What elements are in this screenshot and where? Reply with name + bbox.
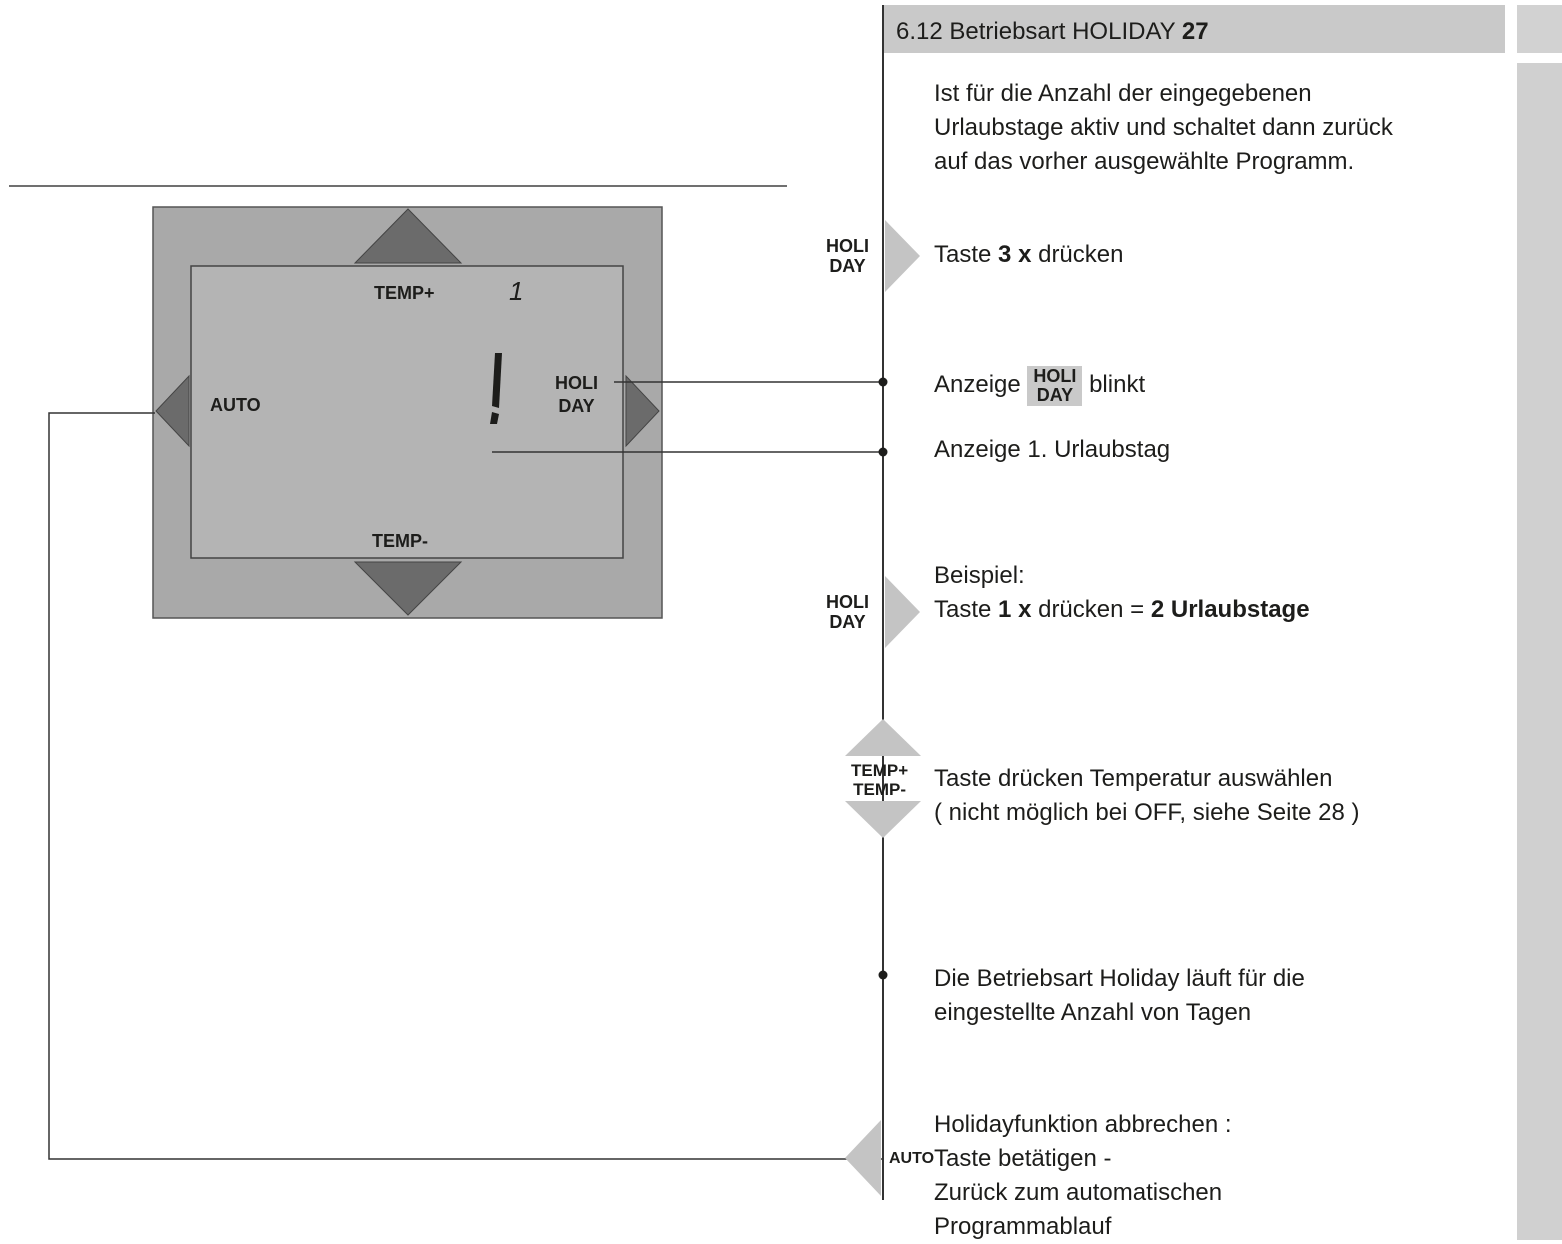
step6-line2: eingestellte Anzahl von Tagen — [934, 999, 1252, 1026]
page-number: 27 — [1181, 18, 1209, 45]
step7-line3: Zurück zum automatischen — [934, 1179, 1223, 1206]
timeline-dot-2 — [878, 447, 888, 457]
step4-bold1: 1 x — [998, 596, 1032, 623]
chip-holi-text: HOLI — [1033, 365, 1077, 386]
auto-arrow-icon — [155, 374, 190, 448]
lcd-day-text: DAY — [558, 396, 595, 416]
holiday-arrow-icon — [625, 374, 660, 448]
timeline-dot-3 — [878, 970, 888, 980]
intro-line: auf das vorher ausgewählte Programm. — [934, 148, 1355, 175]
step4-line1: Beispiel: — [934, 562, 1025, 589]
step3-text: Anzeige 1. Urlaubstag — [934, 436, 1171, 463]
step4-bold2: 2 Urlaubstage — [1150, 596, 1310, 623]
timeline-temp-minus-arrow-icon — [845, 801, 921, 838]
timeline-holiday-arrow-1-icon — [885, 220, 920, 292]
connector-auto — [48, 412, 883, 1160]
step4-text: Beispiel: Taste 1 x drücken = 2 Urlaubst… — [934, 559, 1310, 627]
temp-minus-arrow-icon — [353, 561, 463, 616]
intro-text: Ist für die Anzahl der eingegebenen Urla… — [934, 77, 1393, 179]
section-title-text: 6.12 Betriebsart HOLIDAY — [896, 18, 1176, 45]
holiday-key-label: HOLI DAY — [826, 236, 869, 276]
temp-plus-arrow-icon — [353, 208, 463, 264]
key-temp-plus-text: TEMP+ — [851, 761, 909, 780]
timeline-temp-plus-arrow-icon — [845, 719, 921, 756]
step1-text: Taste 3 x drücken — [934, 238, 1123, 272]
temp-key-label: TEMP+ TEMP- — [851, 761, 908, 799]
lcd-digit-segment-lower — [490, 412, 499, 424]
key-holi-text: HOLI — [826, 236, 869, 256]
lcd-auto-label: AUTO — [210, 395, 261, 415]
step6-text: Die Betriebsart Holiday läuft für die ei… — [934, 962, 1305, 1030]
lcd-digit-segment-upper — [492, 353, 502, 408]
step4-line2: Taste 1 x drücken = 2 Urlaubstage — [934, 593, 1310, 627]
step1-pre: Taste — [934, 241, 992, 268]
step6-line1: Die Betriebsart Holiday läuft für die — [934, 965, 1305, 992]
side-tab-bar — [1517, 63, 1562, 1240]
key-day-text: DAY — [829, 256, 866, 276]
holiday-key-label: HOLI DAY — [826, 592, 869, 632]
step5-text: Taste drücken Temperatur auswählen ( nic… — [934, 762, 1360, 830]
timeline-auto-arrow-icon — [845, 1120, 881, 1196]
lcd-holiday-label: HOLI DAY — [555, 372, 598, 418]
step2-post: blinkt — [1089, 371, 1146, 398]
key-holi-text: HOLI — [826, 592, 869, 612]
step5-line2: ( nicht möglich bei OFF, siehe Seite 28 … — [934, 799, 1360, 826]
step4-mid: drücken = — [1038, 596, 1145, 623]
step7-line1: Holidayfunktion abbrechen : — [934, 1111, 1232, 1138]
lcd-holi-text: HOLI — [555, 373, 598, 393]
step2-pre: Anzeige — [934, 371, 1021, 398]
step5-line1: Taste drücken Temperatur auswählen — [934, 765, 1333, 792]
intro-line: Urlaubstage aktiv und schaltet dann zurü… — [934, 114, 1393, 141]
section-header — [884, 5, 1505, 53]
step1-bold: 3 x — [998, 241, 1032, 268]
timeline-holiday-arrow-2-icon — [885, 576, 920, 648]
step4-pre: Taste — [934, 596, 992, 623]
timeline-dot-1 — [878, 377, 888, 387]
step7-line2: Taste betätigen - — [934, 1145, 1112, 1172]
chip-day-text: DAY — [1036, 384, 1074, 405]
side-tab-top — [1517, 5, 1562, 53]
lcd-small-digit: 1 — [509, 276, 524, 306]
section-title: 6.12 Betriebsart HOLIDAY 27 — [896, 18, 1209, 46]
lcd-temp-minus-label: TEMP- — [372, 531, 428, 551]
key-temp-minus-text: TEMP- — [853, 780, 907, 799]
lcd-temp-plus-label: TEMP+ — [374, 283, 435, 303]
key-day-text: DAY — [829, 612, 866, 632]
intro-line: Ist für die Anzahl der eingegebenen — [934, 80, 1312, 107]
step7-text: Holidayfunktion abbrechen : Taste betäti… — [934, 1108, 1232, 1244]
step1-post: drücken — [1038, 241, 1124, 268]
step7-line4: Programmablauf — [934, 1213, 1112, 1240]
auto-key-label: AUTO — [889, 1150, 935, 1167]
lcd-display — [190, 265, 624, 559]
